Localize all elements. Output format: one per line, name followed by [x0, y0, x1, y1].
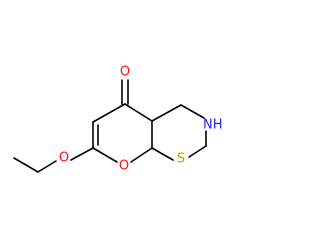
bond-o-ether-c7 [70, 147, 94, 161]
bond-o-ring-c7 [92, 147, 118, 163]
atom-amine: NH [203, 118, 223, 133]
bond-c4a-c4 [151, 104, 182, 122]
bond-c4-n3 [180, 104, 205, 119]
bond-c8a-o-ring [130, 147, 153, 163]
bond-methyl-ch2 [13, 157, 39, 173]
atom-sulfur: S [177, 152, 185, 167]
bonds [13, 79, 207, 173]
atom-ring-oxygen: O [119, 159, 129, 174]
bond-c5-c4a [124, 103, 153, 122]
atom-labels: O O O S NH [59, 65, 223, 174]
bond-c6-c5 [92, 103, 126, 123]
bond-c2-s1 [188, 145, 207, 158]
atom-carbonyl-oxygen: O [120, 65, 130, 80]
bond-s1-c8a [151, 147, 174, 161]
bond-ch2-o-ether [37, 160, 57, 173]
molecule-structure: O O O S NH [13, 65, 223, 174]
atom-ether-oxygen: O [59, 151, 69, 166]
